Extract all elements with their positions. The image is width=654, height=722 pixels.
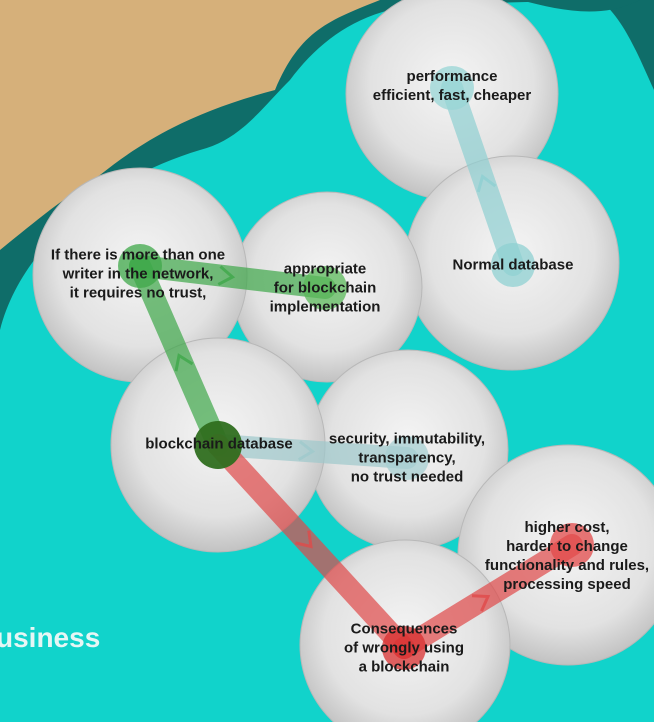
edge-arrow-4 xyxy=(295,530,313,549)
edge-arrow-2 xyxy=(174,353,194,372)
hub-cost xyxy=(550,523,594,567)
hub-security xyxy=(385,436,429,480)
edge-arrow-1 xyxy=(217,265,236,286)
hub-appropriate xyxy=(303,266,347,310)
hub-bcdb xyxy=(194,421,242,469)
hub-conseq xyxy=(382,626,426,670)
edge-arrow-3 xyxy=(297,440,316,461)
hub-normal xyxy=(491,243,535,287)
hub-writer xyxy=(118,244,162,288)
partial-title-text: usiness xyxy=(0,622,101,653)
dark-arc xyxy=(520,0,640,12)
tan-corner xyxy=(0,0,380,250)
edge-arrow-0 xyxy=(476,173,497,193)
hub-perf xyxy=(430,66,474,110)
edge-arrow-5 xyxy=(471,594,491,612)
